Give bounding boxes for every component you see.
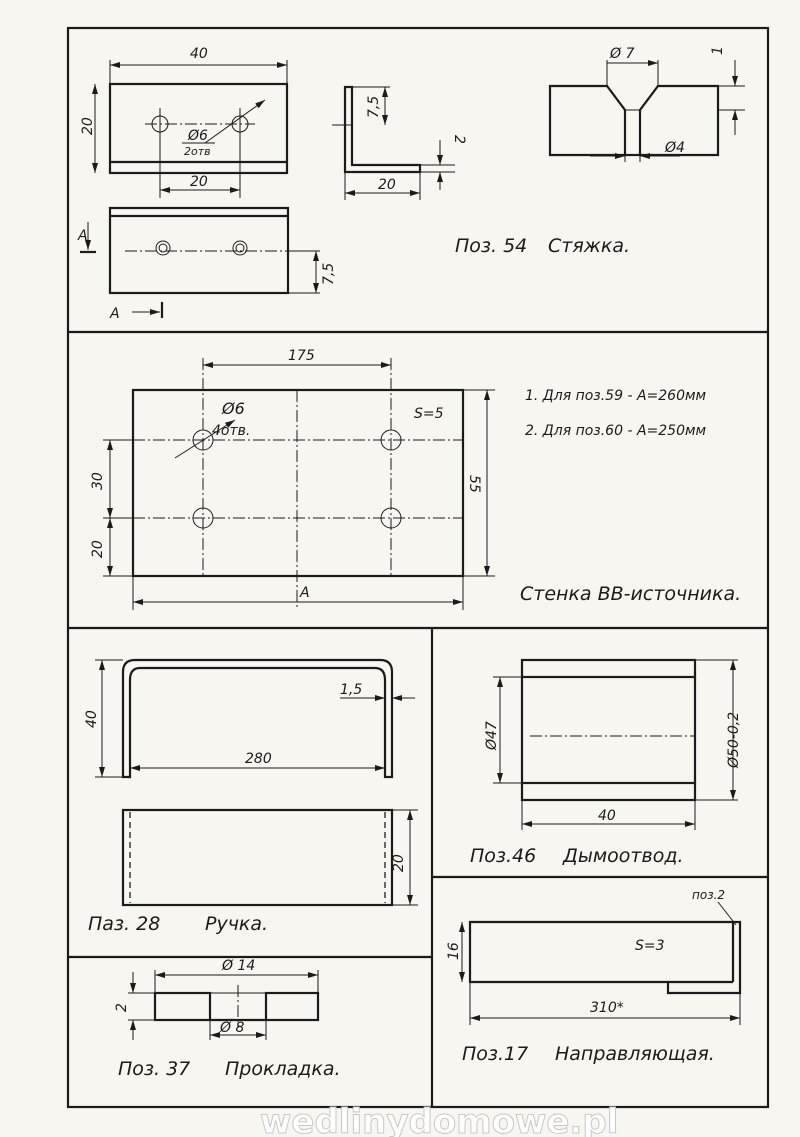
styazhka-top-view xyxy=(92,60,289,198)
dim-height: 20 xyxy=(80,117,96,135)
part-styazhka: 40 20 20 Ø6 2отв А А 7,5 xyxy=(77,46,745,322)
dim-length: 310* xyxy=(590,1000,624,1016)
angle-dim-thickness: 2 xyxy=(451,135,467,144)
caption-pos: Поз. 54 xyxy=(455,235,527,257)
caption-name: Дымоотвод. xyxy=(562,845,684,867)
countersink-inner: Ø4 xyxy=(664,140,685,156)
dim-hole-spacing-x: 175 xyxy=(288,348,315,364)
caption-name: Стяжка. xyxy=(548,235,630,257)
dim-width: 40 xyxy=(190,46,208,62)
dim-inner: Ø 8 xyxy=(219,1020,244,1036)
angle-dim-flange: 7,5 xyxy=(366,96,382,118)
part-napravlyayushchaya: 16 310* S=3 поз.2 Поз.17 Направляющая. xyxy=(446,888,742,1065)
angle-dim-leg: 20 xyxy=(378,177,396,193)
section-mark-a: А xyxy=(77,228,88,244)
dim-outer: Ø50-0,2 xyxy=(726,712,742,769)
dim-thickness: 2 xyxy=(114,1003,130,1012)
dim-hole-spacing-y: 30 xyxy=(90,472,106,490)
dim-outer: Ø 14 xyxy=(221,958,255,974)
dim-hole-spacing: 20 xyxy=(190,174,208,190)
ref: поз.2 xyxy=(692,888,725,902)
thickness: S=3 xyxy=(635,938,665,954)
styazhka-front-view xyxy=(80,206,320,318)
caption-pos: Поз.46 xyxy=(470,845,536,867)
part-dymootvod: Ø47 Ø50-0,2 40 Поз.46 Дымоотвод. xyxy=(470,658,742,867)
dim-width: 20 xyxy=(391,854,407,872)
dim-length: 40 xyxy=(598,808,616,824)
thickness: S=5 xyxy=(414,406,444,422)
watermark-bottom: wedlinydomowe.pl xyxy=(260,1102,618,1137)
caption: Стенка ВВ-источника. xyxy=(520,583,741,605)
sheet-frame xyxy=(66,26,770,1109)
section-mark-a: А xyxy=(109,306,120,322)
part-stenka: 175 30 20 55 А Ø6 4отв. S=5 1. Для поз.5… xyxy=(90,348,741,610)
hole-diameter: Ø6 xyxy=(221,399,245,418)
hole-count: 4отв. xyxy=(212,423,250,439)
countersink-depth: 1 xyxy=(710,46,726,55)
part-prokladka: Ø 14 Ø 8 2 Поз. 37 Прокладка. xyxy=(114,958,341,1080)
caption-name: Направляющая. xyxy=(555,1043,715,1065)
styazhka-angle-profile xyxy=(332,85,455,200)
dim-width: А xyxy=(299,585,310,601)
part-ruchka: 40 280 1,5 20 Паз. 28 Ручка. xyxy=(84,658,418,935)
dim-inner: Ø47 xyxy=(484,721,500,751)
caption-pos: Поз.17 xyxy=(462,1043,528,1065)
hole-diameter: Ø6 xyxy=(187,128,208,144)
note-1: 1. Для поз.59 - А=260мм xyxy=(525,388,707,404)
styazhka-countersink-section xyxy=(548,60,745,162)
dim-height: 40 xyxy=(84,710,100,728)
caption-name: Прокладка. xyxy=(225,1058,341,1080)
dim-height: 16 xyxy=(446,942,462,960)
caption-name: Ручка. xyxy=(205,913,268,935)
dim-height: 55 xyxy=(466,475,482,493)
dim-thickness: 1,5 xyxy=(340,682,362,698)
dim-length: 280 xyxy=(245,751,272,767)
caption-pos: Паз. 28 xyxy=(88,913,160,935)
note-2: 2. Для поз.60 - А=250мм xyxy=(525,423,707,439)
dim-hole-offset-y: 20 xyxy=(90,540,106,558)
caption-pos: Поз. 37 xyxy=(118,1058,190,1080)
hole-count: 2отв xyxy=(184,145,211,158)
countersink-outer: Ø 7 xyxy=(609,46,634,62)
dim-hole-offset: 7,5 xyxy=(321,263,337,285)
